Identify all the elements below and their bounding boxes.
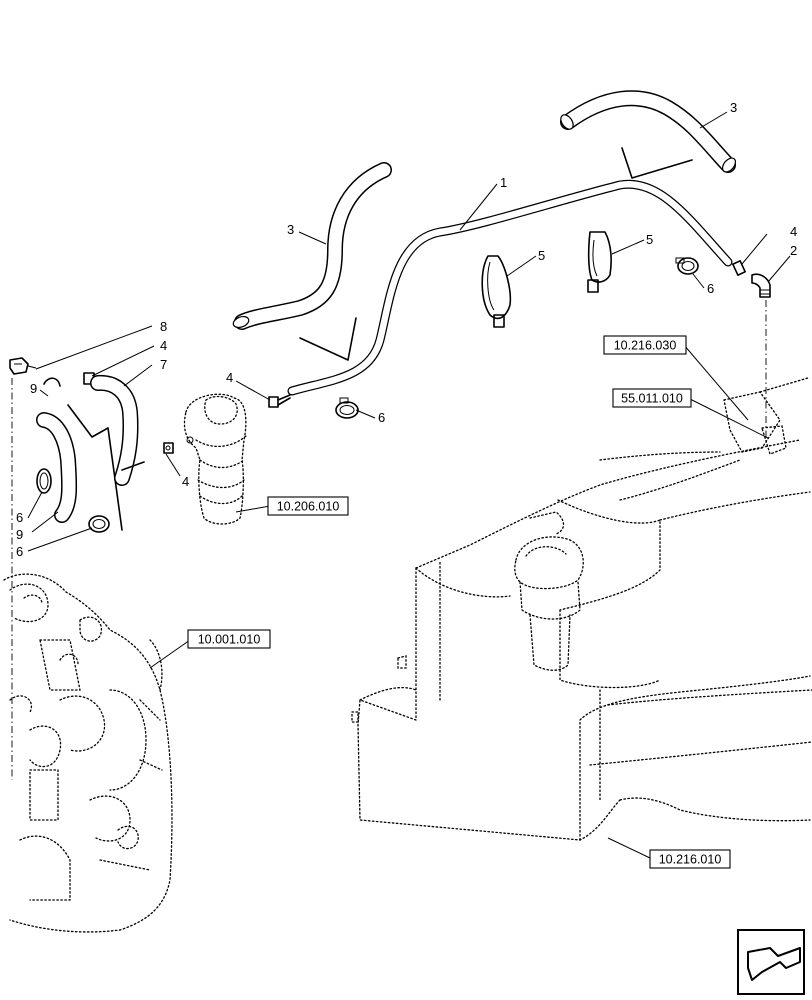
callout-6-center: 6 bbox=[378, 410, 385, 425]
callout-7: 7 bbox=[160, 357, 167, 372]
ref-box-55-011-010[interactable]: 55.011.010 bbox=[612, 388, 692, 408]
callout-8: 8 bbox=[160, 319, 167, 334]
engine-assembly bbox=[3, 573, 173, 933]
fitting-9-top bbox=[43, 377, 61, 387]
leader-lines bbox=[27, 111, 791, 859]
connector-4-filter bbox=[163, 442, 174, 454]
callout-6-left-upper: 6 bbox=[16, 510, 23, 525]
hose-1 bbox=[287, 179, 733, 396]
ref-label-55-011-010: 55.011.010 bbox=[621, 392, 683, 406]
clip-5-left bbox=[481, 255, 512, 328]
callout-1: 1 bbox=[500, 175, 507, 190]
callout-5-right: 5 bbox=[646, 232, 653, 247]
clamp-6-c bbox=[36, 468, 52, 494]
ref-box-10-216-010[interactable]: 10.216.010 bbox=[649, 849, 731, 869]
callout-6-left-lower: 6 bbox=[16, 544, 23, 559]
connector-4-center bbox=[268, 394, 291, 408]
hose-3-left bbox=[232, 162, 392, 330]
return-arrow-icon[interactable] bbox=[737, 929, 805, 995]
break-mark-top bbox=[621, 147, 693, 179]
fuel-filter bbox=[183, 393, 247, 525]
fuel-tank bbox=[351, 377, 812, 841]
elbow-connector-2 bbox=[751, 273, 771, 298]
callout-2: 2 bbox=[790, 243, 797, 258]
clamp-6-b bbox=[335, 397, 359, 419]
break-mark-mid bbox=[299, 317, 357, 361]
ref-label-10-216-030: 10.216.030 bbox=[614, 339, 677, 353]
callout-9-lower: 9 bbox=[16, 527, 23, 542]
ref-box-10-001-010[interactable]: 10.001.010 bbox=[187, 629, 271, 649]
callout-3-left: 3 bbox=[287, 222, 294, 237]
clamp-6-d bbox=[88, 515, 110, 533]
ref-label-10-216-010: 10.216.010 bbox=[659, 853, 722, 867]
callout-4-filter: 4 bbox=[182, 474, 189, 489]
ref-label-10-001-010: 10.001.010 bbox=[198, 633, 261, 647]
callout-5-left: 5 bbox=[538, 248, 545, 263]
clamp-6-a bbox=[675, 257, 699, 275]
callout-4-center: 4 bbox=[226, 370, 233, 385]
ref-label-10-206-010: 10.206.010 bbox=[277, 500, 340, 514]
hose-9 bbox=[36, 412, 78, 523]
hose-7 bbox=[90, 374, 145, 486]
callout-6-right: 6 bbox=[707, 281, 714, 296]
callout-4-left: 4 bbox=[160, 338, 167, 353]
hose-3-top bbox=[560, 90, 737, 173]
callout-9-upper: 9 bbox=[30, 381, 37, 396]
connector-8 bbox=[9, 357, 37, 375]
connector-4-right bbox=[732, 260, 746, 276]
callout-3-top: 3 bbox=[730, 100, 737, 115]
callout-4-right: 4 bbox=[790, 224, 797, 239]
ref-box-10-206-010[interactable]: 10.206.010 bbox=[267, 496, 349, 516]
clip-5-right bbox=[587, 231, 612, 293]
ref-box-10-216-030[interactable]: 10.216.030 bbox=[603, 335, 687, 355]
